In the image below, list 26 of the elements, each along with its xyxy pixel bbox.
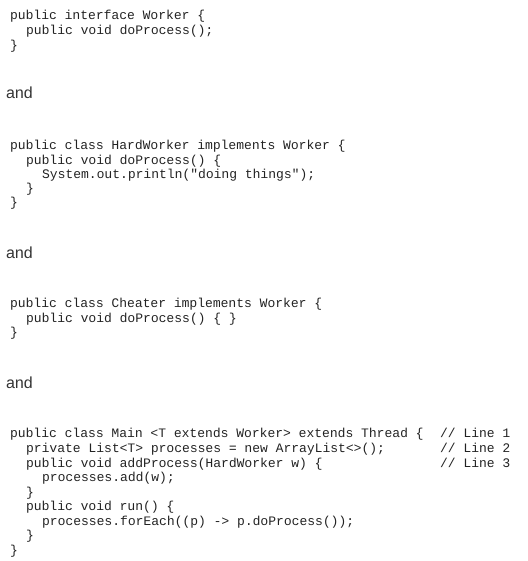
code-line: public class HardWorker implements Worker { (10, 138, 346, 153)
code-line: processes.add(w); (42, 470, 175, 485)
code-line: public class Cheater implements Worker { (10, 296, 322, 311)
code-line: } (26, 485, 34, 500)
code-line: public void addProcess(HardWorker w) { (26, 456, 322, 471)
code-line: public interface Worker { (10, 8, 206, 23)
code-line: System.out.println("doing things"); (42, 167, 316, 182)
code-comment: // Line 3 (440, 456, 510, 471)
code-line: } (10, 38, 18, 53)
code-comment: // Line 1 (440, 426, 510, 441)
connecting-text: and (6, 375, 33, 393)
code-line: public void run() { (26, 499, 174, 514)
code-line: public void doProcess() { } (26, 311, 237, 326)
code-comment: // Line 2 (440, 441, 510, 456)
code-line: } (10, 195, 18, 210)
connecting-text: and (6, 245, 33, 263)
code-line: public void doProcess(); (26, 23, 214, 38)
code-line: processes.forEach((p) -> p.doProcess()); (42, 514, 354, 529)
code-line: } (26, 181, 34, 196)
code-line: } (26, 528, 34, 543)
code-line: private List<T> processes = new ArrayList<>(); (26, 441, 385, 456)
code-line: } (10, 325, 18, 340)
code-line: public void doProcess() { (26, 153, 222, 168)
code-line: public class Main <T extends Worker> extends Thread { (10, 426, 424, 441)
connecting-text: and (6, 85, 33, 103)
code-line: } (10, 543, 18, 558)
